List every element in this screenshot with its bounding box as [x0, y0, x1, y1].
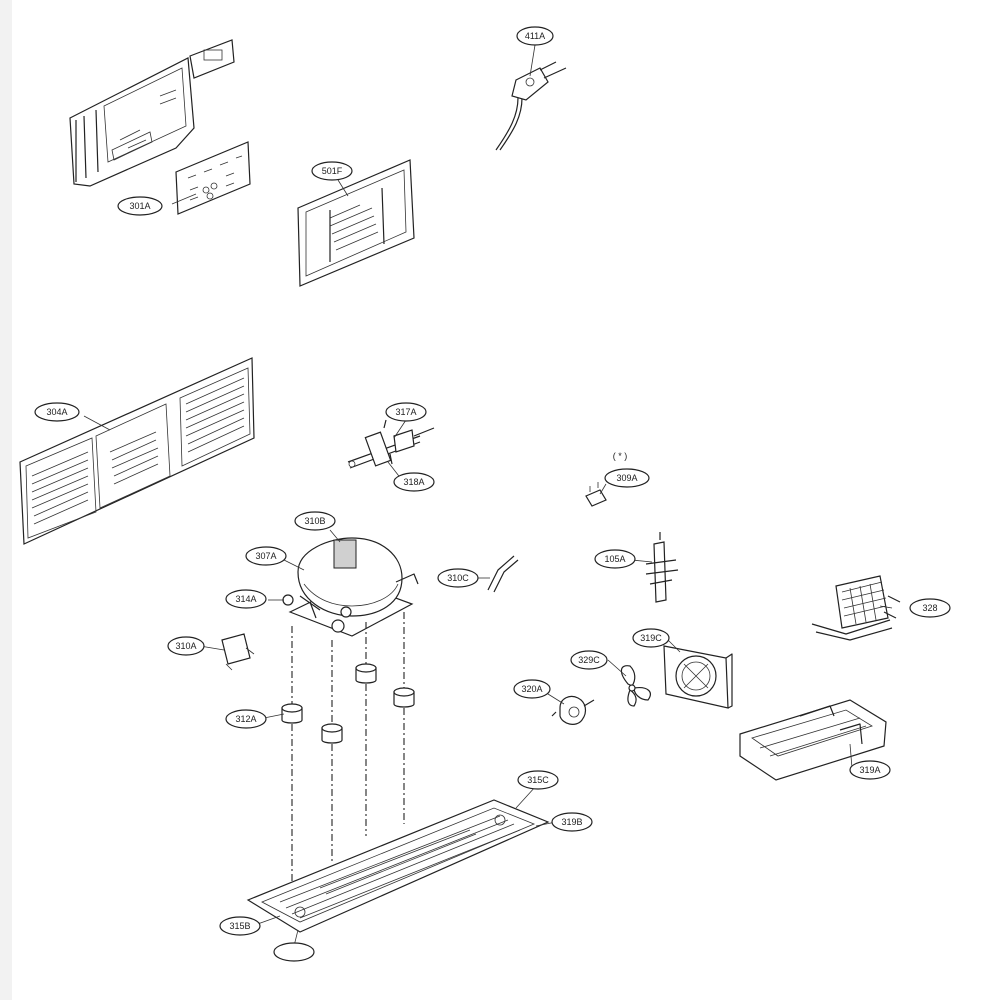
callout-318a: 318A [393, 472, 435, 492]
drain-tray[interactable] [739, 699, 887, 781]
svg-text:307A: 307A [255, 551, 276, 561]
callout-501f: 501F [311, 161, 353, 181]
svg-text:315B: 315B [229, 921, 250, 931]
svg-text:317A: 317A [395, 407, 416, 417]
svg-text:411A: 411A [525, 31, 545, 41]
svg-text:310A: 310A [175, 641, 196, 651]
callout-319a: 319A [849, 760, 891, 780]
svg-text:320A: 320A [521, 684, 542, 694]
svg-text:319C: 319C [640, 633, 662, 643]
connecting-pipe[interactable] [487, 555, 519, 593]
assembly-lines [291, 612, 405, 890]
rubber-grommets[interactable] [281, 663, 415, 744]
svg-text:328: 328 [922, 603, 937, 613]
svg-text:105A: 105A [604, 554, 625, 564]
compressor[interactable] [282, 537, 419, 637]
svg-text:310B: 310B [304, 516, 325, 526]
svg-text:315C: 315C [527, 775, 549, 785]
svg-text:( * ): ( * ) [613, 451, 628, 461]
callout-329c: 329C [570, 650, 608, 670]
note-asterisk: ( * ) [613, 451, 628, 461]
control-box-housing[interactable] [69, 39, 235, 187]
svg-text:319A: 319A [859, 765, 880, 775]
svg-text:314A: 314A [235, 594, 256, 604]
callout-319c: 319C [632, 628, 670, 648]
callout-312a: 312A [225, 709, 267, 729]
control-panel-board[interactable] [175, 141, 251, 215]
callout-314a: 314A [225, 589, 267, 609]
base-plate[interactable] [246, 799, 550, 933]
callout-301a: 301A [117, 196, 163, 216]
callout-105a: 105A [594, 549, 636, 569]
fan-blade[interactable] [620, 665, 651, 707]
callout-317a: 317A [385, 402, 427, 422]
svg-text:310C: 310C [447, 573, 469, 583]
defrost-heater[interactable] [645, 532, 679, 603]
svg-text:301A: 301A [129, 201, 150, 211]
back-panel[interactable] [19, 357, 255, 545]
callout-328: 328 [909, 598, 951, 618]
callout-310c: 310C [437, 568, 479, 588]
callout-310a: 310A [167, 636, 205, 656]
svg-text:304A: 304A [46, 407, 67, 417]
callout-307a: 307A [245, 546, 287, 566]
svg-text:309A: 309A [616, 473, 637, 483]
svg-text:501F: 501F [322, 166, 343, 176]
callout-310b: 310B [294, 511, 336, 531]
callout-320a: 320A [513, 679, 551, 699]
relay-309a[interactable] [585, 482, 607, 507]
callout-315c: 315C [517, 770, 559, 790]
fan-motor[interactable] [551, 695, 595, 725]
overload-relay[interactable] [221, 633, 255, 671]
leader-lines [83, 44, 893, 947]
svg-text:318A: 318A [403, 477, 424, 487]
svg-text:312A: 312A [235, 714, 256, 724]
cover-plate[interactable] [297, 159, 415, 287]
evaporator[interactable] [811, 575, 901, 641]
callout-411a: 411A [516, 26, 554, 46]
callout-319b: 319B [551, 812, 593, 832]
callout-309a: 309A [604, 468, 650, 488]
solenoid-valve-assembly[interactable] [347, 419, 435, 469]
fan-shroud[interactable] [663, 645, 733, 709]
callout-315b: 315B [219, 916, 261, 936]
power-cord[interactable] [495, 61, 567, 151]
svg-text:329C: 329C [578, 655, 600, 665]
left-edge-strip [0, 0, 12, 1000]
callout-304a: 304A [34, 402, 80, 422]
svg-text:319B: 319B [561, 817, 582, 827]
callout-blank [273, 942, 315, 962]
